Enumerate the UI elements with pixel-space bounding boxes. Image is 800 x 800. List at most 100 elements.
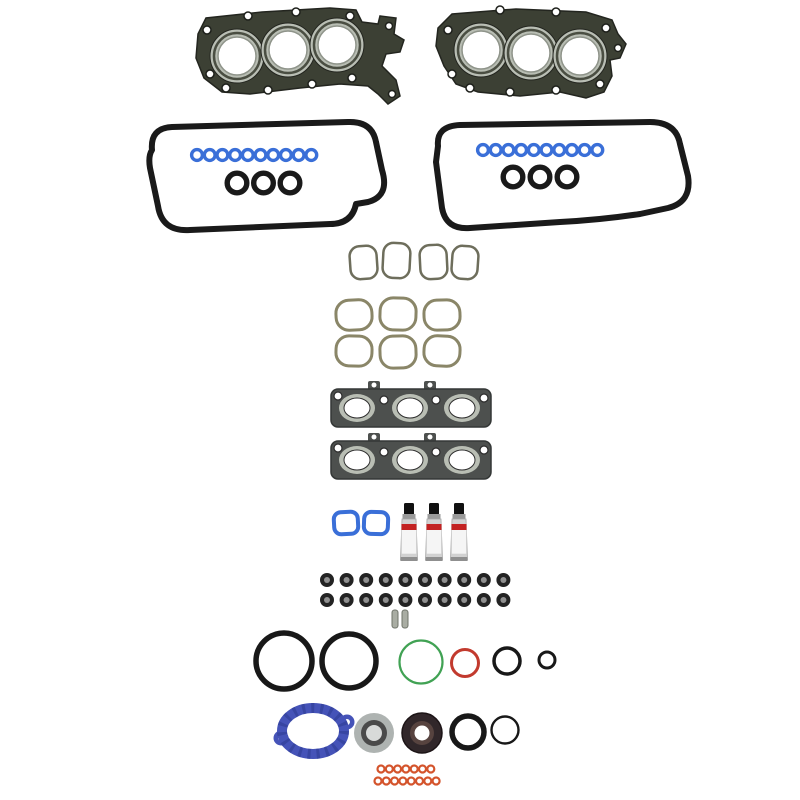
valve-cover-grommet [500,164,526,190]
orange-oring-row-2 [373,776,441,786]
cylinder-bore [552,28,608,84]
small-orange-oring [393,764,403,774]
spark-plug-tube-seal [501,142,516,158]
spark-plug-tube-seal [577,142,592,158]
small-orange-oring [381,776,391,786]
exhaust-port [339,394,480,422]
oring-row [253,630,557,692]
valve-stem-seal [480,597,487,603]
dowel-pins [391,609,409,629]
manifold-bolt-holes [333,443,489,457]
black-oring-bottom [449,713,487,751]
cylinder-bore [503,25,559,81]
spark-plug-tube-seal [189,147,205,163]
intake-port-gaskets [334,296,462,370]
green-oring [398,639,444,685]
blue-square-seal [331,509,361,537]
spark-plug-tube-seal [539,142,554,158]
spark-plug-tube-seal [552,142,567,158]
spark-plug-tube-seal [215,147,230,163]
tube-cap [404,503,414,515]
tab-hole [427,382,433,388]
thermostat-gasket [273,703,355,759]
valve-stem-seal [422,577,428,583]
port-gasket-ring [450,244,480,281]
tube-shoulder [452,514,466,519]
tab-hole [371,434,377,440]
intake-gasket-ring [378,334,418,370]
cylinder-bore [453,22,509,78]
small-black-oring [537,650,557,670]
spark-plug-tube-seal [475,142,491,158]
small-orange-oring [409,764,419,774]
sealant-tubes [400,503,468,561]
tube-crimp [425,557,443,561]
small-port-gaskets [348,241,480,281]
spark-plug-tube-seal [304,147,319,163]
exhaust-manifold-gasket-1 [330,381,492,428]
rtv-sealant-tube [450,503,468,561]
cylinder-head-gasket-right [435,5,627,99]
cylinder-bore [260,22,316,78]
spark-plug-tube-seal [240,147,255,163]
tube-crimp [400,557,418,561]
valve-cover-gasket-left [146,118,388,234]
valve-stem-seal [324,597,330,603]
valve-stem-seal [500,577,507,583]
small-orange-oring [390,776,400,786]
valve-stem-seal [441,577,448,583]
valve-stem-seal [363,597,370,603]
small-orange-oring [414,776,425,786]
cylinder-bore [209,28,265,84]
head-gasket-bolt-holes [202,7,397,99]
intake-gasket-ring [378,296,418,332]
rtv-sealant-tube [400,503,418,561]
large-black-oring [253,630,315,692]
valve-cover-grommet [554,164,580,190]
spark-plug-tube-seal [253,147,268,163]
intake-gasket-ring [334,334,374,368]
cylinder-head-gasket-left [195,7,405,105]
blue-square-seals [331,509,391,537]
spark-plug-tube-seal [202,147,217,163]
valve-stem-seal [461,577,468,583]
valve-stem-seal [500,597,507,603]
spark-plug-tube-seal [526,142,541,158]
head-gasket-bolt-holes [443,5,623,97]
valve-stem-seal [382,577,389,583]
port-gasket-ring [381,241,412,280]
tab-hole [371,382,377,388]
spark-plug-tube-seal [291,147,306,163]
exhaust-port [339,446,480,474]
valve-cover-outline [433,119,692,232]
spark-plug-tube-seal [278,147,294,163]
valve-stem-seal [343,597,350,603]
small-orange-oring [417,764,428,774]
tube-shoulder [402,514,416,519]
thin-black-ring-bottom [490,715,520,745]
port-gasket-ring [348,244,379,281]
intake-gasket-ring [422,298,462,332]
small-orange-oring [398,776,408,786]
intake-gasket-ring [334,298,374,332]
spark-plug-tube-seal [564,142,580,158]
valve-cover-grommet [250,170,276,196]
tube-label-band [401,524,417,530]
tube-label-band [426,524,442,530]
valve-cover-left-blue-seals [189,147,319,163]
valve-stem-seal [480,577,487,583]
tube-crimp [450,557,468,561]
valve-stem-seal [324,577,330,583]
spark-plug-tube-seal [590,142,605,158]
valve-cover-grommet [224,170,250,196]
spark-plug-tube-seal [513,142,529,158]
valve-stem-seal [343,577,350,583]
gasket-marbling [277,703,349,759]
cylinder-bore [309,17,365,73]
dark-crank-seal [401,712,443,754]
port-gasket-ring [418,243,449,281]
large-black-oring [319,631,379,691]
orange-oring-row-1 [376,764,436,774]
